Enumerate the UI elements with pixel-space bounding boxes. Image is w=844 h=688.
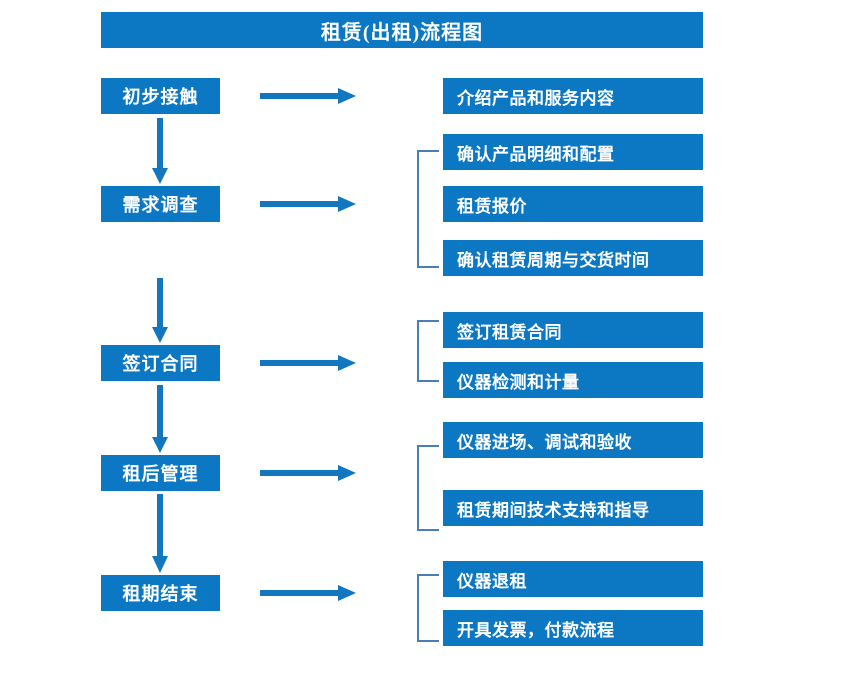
- detail-box-租赁期间技术支持和指导[interactable]: 租赁期间技术支持和指导: [443, 490, 703, 526]
- detail-box-介绍产品和服务内容[interactable]: 介绍产品和服务内容: [443, 78, 703, 114]
- group-bracket-租后管理: [417, 445, 439, 531]
- detail-box-开具发票付款流程[interactable]: 开具发票，付款流程: [443, 610, 703, 646]
- stage-box-需求调查[interactable]: 需求调查: [101, 186, 220, 222]
- vertical-arrow-icon-1: [151, 118, 169, 184]
- group-bracket-签订合同: [417, 320, 439, 382]
- page-title: 租赁(出租)流程图: [101, 12, 703, 48]
- detail-box-确认租赁周期与交货时间[interactable]: 确认租赁周期与交货时间: [443, 240, 703, 276]
- horizontal-arrow-icon-1: [260, 87, 356, 105]
- stage-box-租期结束[interactable]: 租期结束: [101, 575, 220, 611]
- stage-box-租后管理[interactable]: 租后管理: [101, 455, 220, 491]
- group-bracket-租期结束: [417, 574, 439, 642]
- vertical-arrow-icon-4: [151, 494, 169, 573]
- horizontal-arrow-icon-3: [260, 354, 356, 372]
- vertical-arrow-icon-3: [151, 385, 169, 453]
- horizontal-arrow-icon-2: [260, 195, 356, 213]
- horizontal-arrow-icon-4: [260, 464, 356, 482]
- detail-box-确认产品明细和配置[interactable]: 确认产品明细和配置: [443, 134, 703, 170]
- stage-box-初步接触[interactable]: 初步接触: [101, 78, 220, 114]
- detail-box-仪器检测和计量[interactable]: 仪器检测和计量: [443, 362, 703, 398]
- detail-box-仪器进场调试和验收[interactable]: 仪器进场、调试和验收: [443, 422, 703, 458]
- detail-box-仪器退租[interactable]: 仪器退租: [443, 561, 703, 597]
- detail-box-签订租赁合同[interactable]: 签订租赁合同: [443, 312, 703, 348]
- horizontal-arrow-icon-5: [260, 584, 356, 602]
- vertical-arrow-icon-2: [151, 278, 169, 343]
- stage-box-签订合同[interactable]: 签订合同: [101, 345, 220, 381]
- group-bracket-需求调查: [417, 150, 439, 268]
- detail-box-租赁报价[interactable]: 租赁报价: [443, 186, 703, 222]
